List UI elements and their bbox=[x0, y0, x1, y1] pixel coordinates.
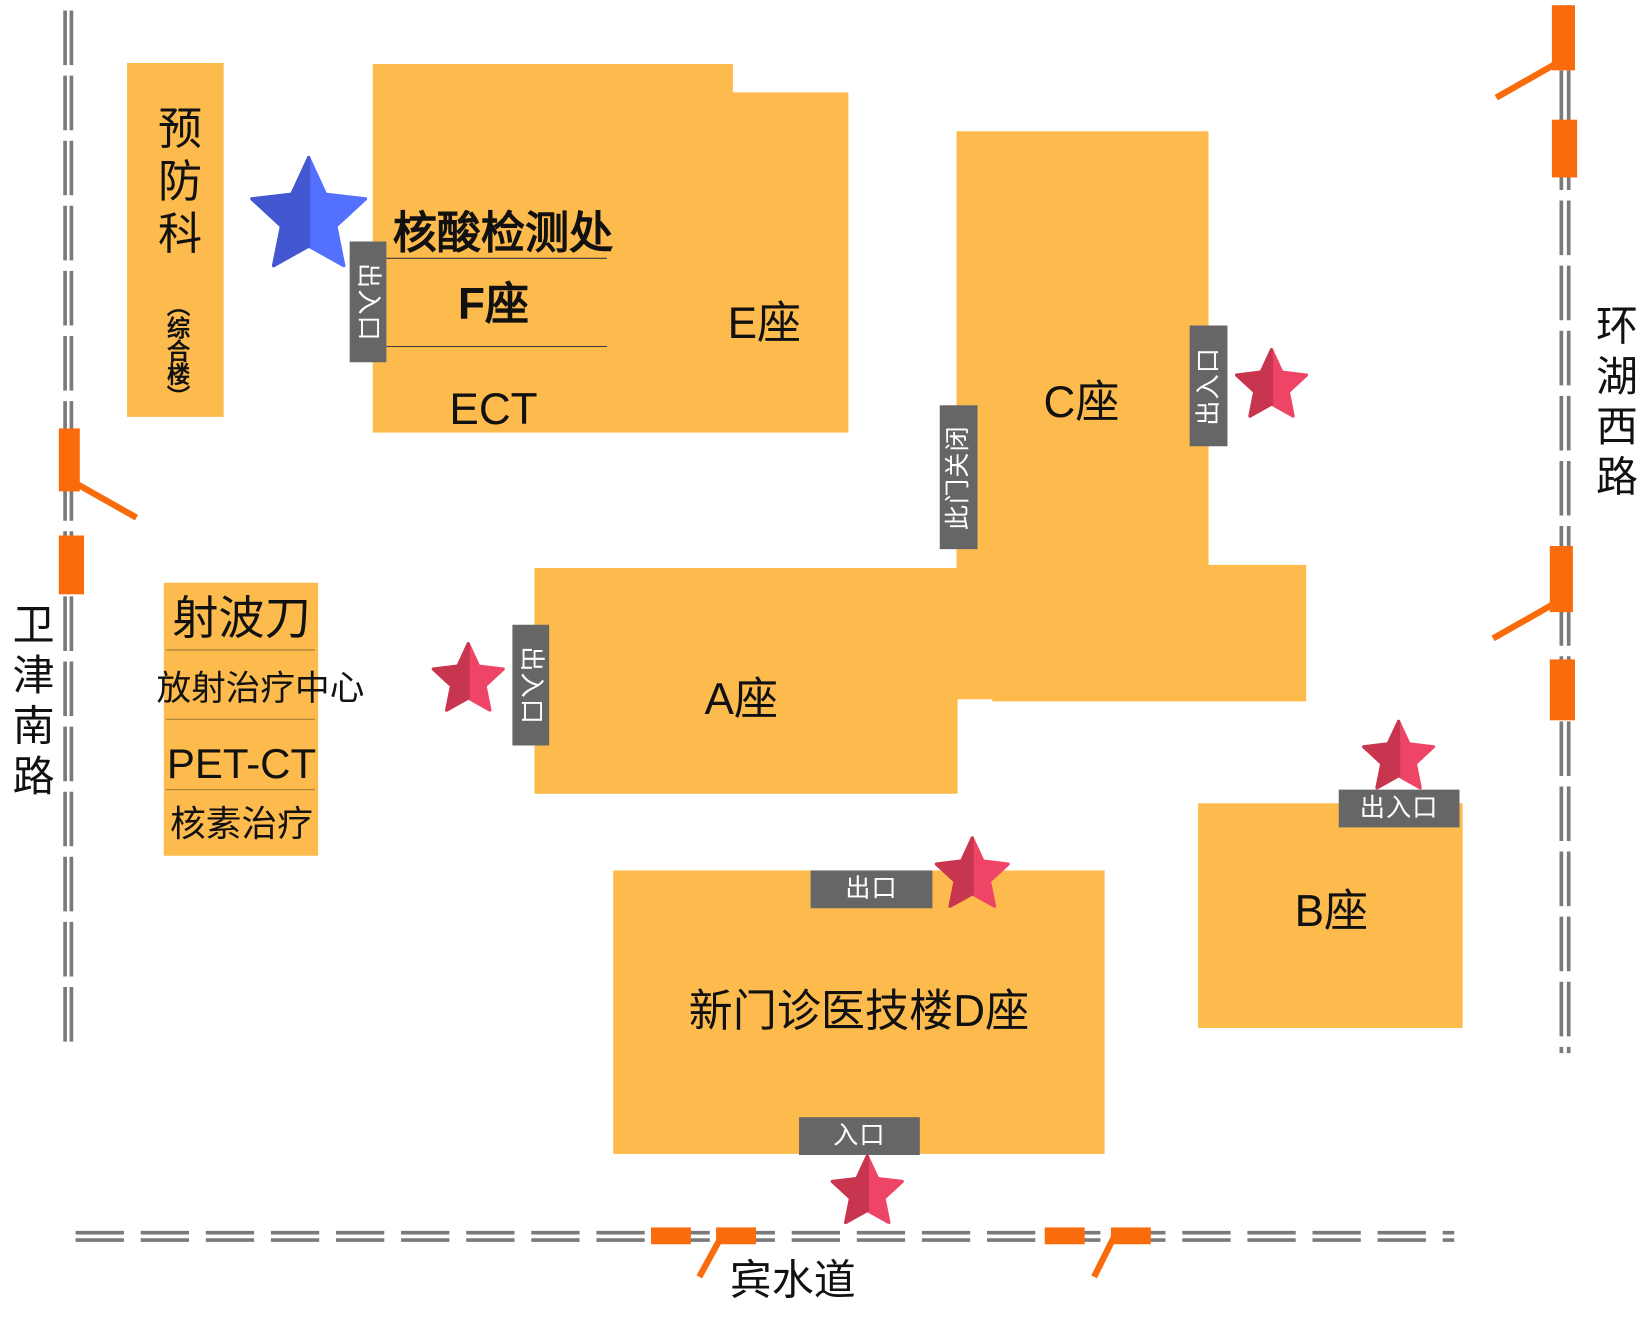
east-gate-south-post bbox=[1549, 659, 1575, 721]
exit-tag-text: 出口 bbox=[845, 874, 898, 903]
building-d-label: 新门诊医技楼D座 bbox=[688, 985, 1030, 1036]
building-a-entrance-tag: 出入口 bbox=[512, 624, 550, 746]
gate-icon bbox=[1551, 5, 1575, 71]
star-icon-shade bbox=[1235, 348, 1274, 418]
east-gate-south bbox=[1491, 546, 1573, 642]
building-f-e bbox=[372, 64, 849, 433]
south-road-label: 宾水道 bbox=[729, 1257, 856, 1305]
building-d-exit-tag: 出口 bbox=[810, 870, 933, 909]
gate-arm bbox=[1494, 60, 1559, 101]
building-d bbox=[613, 870, 1105, 1154]
red-star-icon bbox=[1235, 348, 1309, 418]
red-star-icon bbox=[1362, 719, 1436, 790]
west-road bbox=[63, 10, 74, 1048]
nucleic-test-label: 核酸检测处 bbox=[392, 207, 614, 258]
red-star-icon bbox=[431, 642, 505, 712]
star-icon-shade bbox=[1362, 719, 1401, 790]
red-star-icon bbox=[830, 1154, 904, 1225]
gate-icon bbox=[58, 428, 80, 492]
building-a-label: A座 bbox=[704, 674, 779, 724]
building-b-entrance-tag: 出入口 bbox=[1338, 789, 1460, 828]
ect-label: ECT bbox=[449, 384, 538, 434]
gate-arm bbox=[696, 1233, 726, 1279]
gate-icon bbox=[716, 1227, 756, 1245]
gate-icon bbox=[651, 1227, 691, 1245]
south-road bbox=[75, 1230, 1455, 1242]
building-f-entrance-tag: 出入口 bbox=[349, 241, 387, 363]
star-icon-shade bbox=[431, 642, 470, 712]
prevention-building-name: 预防科 bbox=[152, 104, 202, 263]
star-icon-shade bbox=[830, 1154, 869, 1225]
pet-ct-label: PET-CT bbox=[166, 741, 317, 788]
south-gate-west bbox=[651, 1227, 756, 1279]
west-road-label: 卫津南路 bbox=[6, 602, 53, 805]
cyberknife-label: 射波刀 bbox=[172, 593, 311, 645]
entrance-tag-text: 入口 bbox=[833, 1121, 886, 1150]
building-e-label: E座 bbox=[727, 298, 802, 348]
gate-arm bbox=[1091, 1233, 1118, 1279]
red-star-icon bbox=[934, 836, 1010, 908]
prevention-building bbox=[127, 62, 224, 417]
radiotherapy-center-label: 放射治疗中心 bbox=[156, 668, 365, 708]
gate-icon bbox=[1110, 1227, 1151, 1245]
prevention-building-subtitle: （综合楼） bbox=[163, 292, 191, 409]
west-gate-south-post bbox=[58, 535, 84, 595]
building-c-a bbox=[534, 131, 1307, 794]
gate-arm bbox=[1491, 601, 1556, 642]
blue-star-icon bbox=[250, 155, 368, 268]
entrance-tag-text: 出入口 bbox=[1359, 793, 1439, 823]
building-d-entrance-tag: 入口 bbox=[799, 1117, 920, 1155]
building-b bbox=[1198, 803, 1463, 1028]
gate-icon bbox=[1549, 546, 1573, 613]
east-road bbox=[1559, 5, 1571, 1054]
east-gate-north bbox=[1494, 5, 1575, 101]
south-gate-east bbox=[1044, 1227, 1151, 1279]
building-c-label: C座 bbox=[1043, 376, 1120, 427]
building-b-label: B座 bbox=[1294, 886, 1369, 936]
east-gate-north-post bbox=[1551, 119, 1578, 178]
nuclide-therapy-label: 核素治疗 bbox=[170, 804, 313, 845]
gate-icon bbox=[1044, 1227, 1085, 1245]
building-f-label: F座 bbox=[457, 279, 530, 329]
star-icon-shade bbox=[250, 155, 311, 268]
gate-arm bbox=[69, 478, 139, 521]
star-icon-shade bbox=[934, 836, 974, 908]
building-c-closed-door-tag: 此门关闭 bbox=[939, 405, 978, 550]
east-road-label: 环湖西路 bbox=[1589, 303, 1636, 506]
building-c-entrance-tag: 出入口 bbox=[1189, 325, 1228, 447]
west-gate-north bbox=[58, 428, 139, 521]
